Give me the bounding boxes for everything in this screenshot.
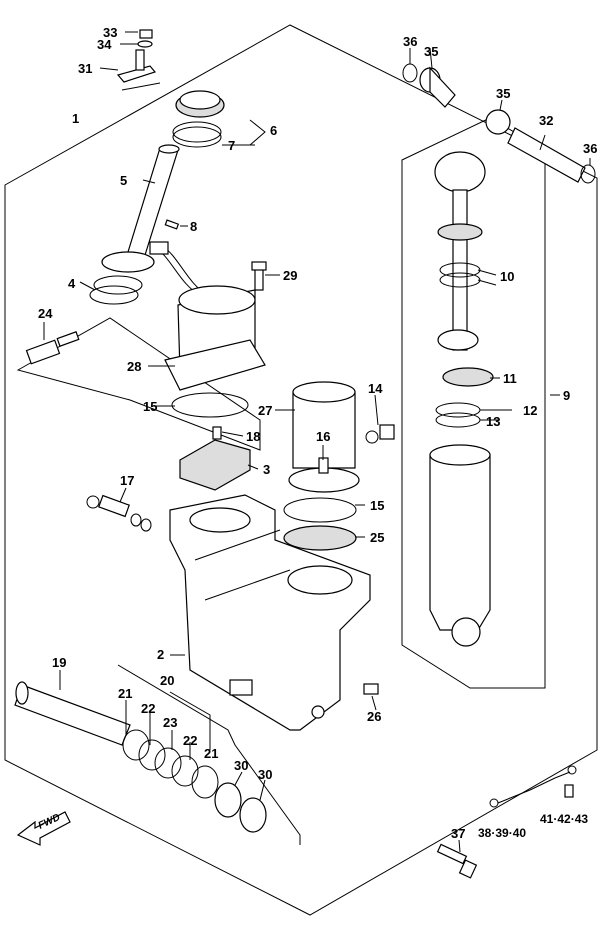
part-26-bolt bbox=[363, 683, 379, 695]
label-9: 9 bbox=[563, 388, 570, 403]
label-29: 29 bbox=[283, 268, 297, 283]
label-41-42-43: 41·42·43 bbox=[540, 812, 588, 826]
part-5-tube bbox=[89, 144, 180, 305]
part-3-plate bbox=[179, 426, 251, 491]
part-37-bolt bbox=[436, 843, 478, 879]
label-11: 11 bbox=[503, 371, 517, 386]
label-2: 2 bbox=[157, 647, 164, 662]
part-28-motor bbox=[149, 241, 267, 391]
label-21a: 21 bbox=[118, 686, 132, 701]
label-19: 19 bbox=[52, 655, 66, 670]
label-30b: 30 bbox=[258, 767, 272, 782]
label-14: 14 bbox=[368, 381, 383, 396]
label-35b: 35 bbox=[496, 86, 510, 101]
label-22a: 22 bbox=[141, 701, 155, 716]
lower-subframe bbox=[117, 664, 301, 845]
label-27: 27 bbox=[258, 403, 272, 418]
label-31: 31 bbox=[78, 61, 92, 76]
label-15b: 15 bbox=[370, 498, 384, 513]
label-36b: 36 bbox=[583, 141, 597, 156]
label-23: 23 bbox=[163, 715, 177, 730]
part-8-pin bbox=[164, 219, 180, 230]
part-2-body bbox=[169, 494, 371, 731]
label-6: 6 bbox=[270, 123, 277, 138]
part-27-canister bbox=[288, 381, 360, 493]
label-16: 16 bbox=[316, 429, 330, 444]
valve-subframe bbox=[16, 317, 261, 451]
fwd-arrow: FWD bbox=[16, 811, 71, 846]
label-7: 7 bbox=[228, 138, 235, 153]
label-25: 25 bbox=[370, 530, 384, 545]
part-38-cable bbox=[489, 765, 577, 808]
part-32-shaft bbox=[402, 63, 596, 184]
label-36a: 36 bbox=[403, 34, 417, 49]
part-6-cap bbox=[172, 90, 225, 148]
label-17: 17 bbox=[120, 473, 134, 488]
label-32: 32 bbox=[539, 113, 553, 128]
label-24: 24 bbox=[38, 306, 53, 321]
label-5: 5 bbox=[120, 173, 127, 188]
part-19-shaft bbox=[14, 681, 131, 746]
label-30a: 30 bbox=[234, 758, 248, 773]
label-26: 26 bbox=[367, 709, 381, 724]
rings-21-30 bbox=[122, 729, 267, 833]
part-15-oring-lower bbox=[283, 497, 357, 523]
part-24-valve bbox=[25, 331, 80, 365]
part-17-valve bbox=[86, 494, 152, 532]
label-20: 20 bbox=[160, 673, 174, 688]
label-8: 8 bbox=[190, 219, 197, 234]
part-9-cylinder bbox=[429, 151, 494, 647]
label-22b: 22 bbox=[183, 733, 197, 748]
label-15a: 15 bbox=[143, 399, 157, 414]
label-12: 12 bbox=[523, 403, 537, 418]
leader-lines bbox=[43, 31, 591, 853]
label-37: 37 bbox=[451, 826, 465, 841]
part-25-seal bbox=[283, 525, 357, 551]
label-34: 34 bbox=[97, 37, 112, 52]
label-10: 10 bbox=[500, 269, 514, 284]
label-21b: 21 bbox=[204, 746, 218, 761]
label-28: 28 bbox=[127, 359, 141, 374]
part-labels: 33 34 31 36 35 35 32 36 1 6 7 5 8 4 29 1… bbox=[38, 25, 597, 841]
part-31-bracket bbox=[116, 29, 161, 91]
label-4: 4 bbox=[68, 276, 76, 291]
label-38-39-40: 38·39·40 bbox=[478, 826, 526, 840]
label-33: 33 bbox=[103, 25, 117, 40]
outer-frame bbox=[4, 24, 598, 916]
label-13: 13 bbox=[486, 414, 500, 429]
label-1: 1 bbox=[72, 111, 79, 126]
label-3: 3 bbox=[263, 462, 270, 477]
label-18: 18 bbox=[246, 429, 260, 444]
part-15-oring bbox=[171, 392, 249, 418]
label-35a: 35 bbox=[424, 44, 438, 59]
part-14-plug bbox=[365, 424, 395, 444]
